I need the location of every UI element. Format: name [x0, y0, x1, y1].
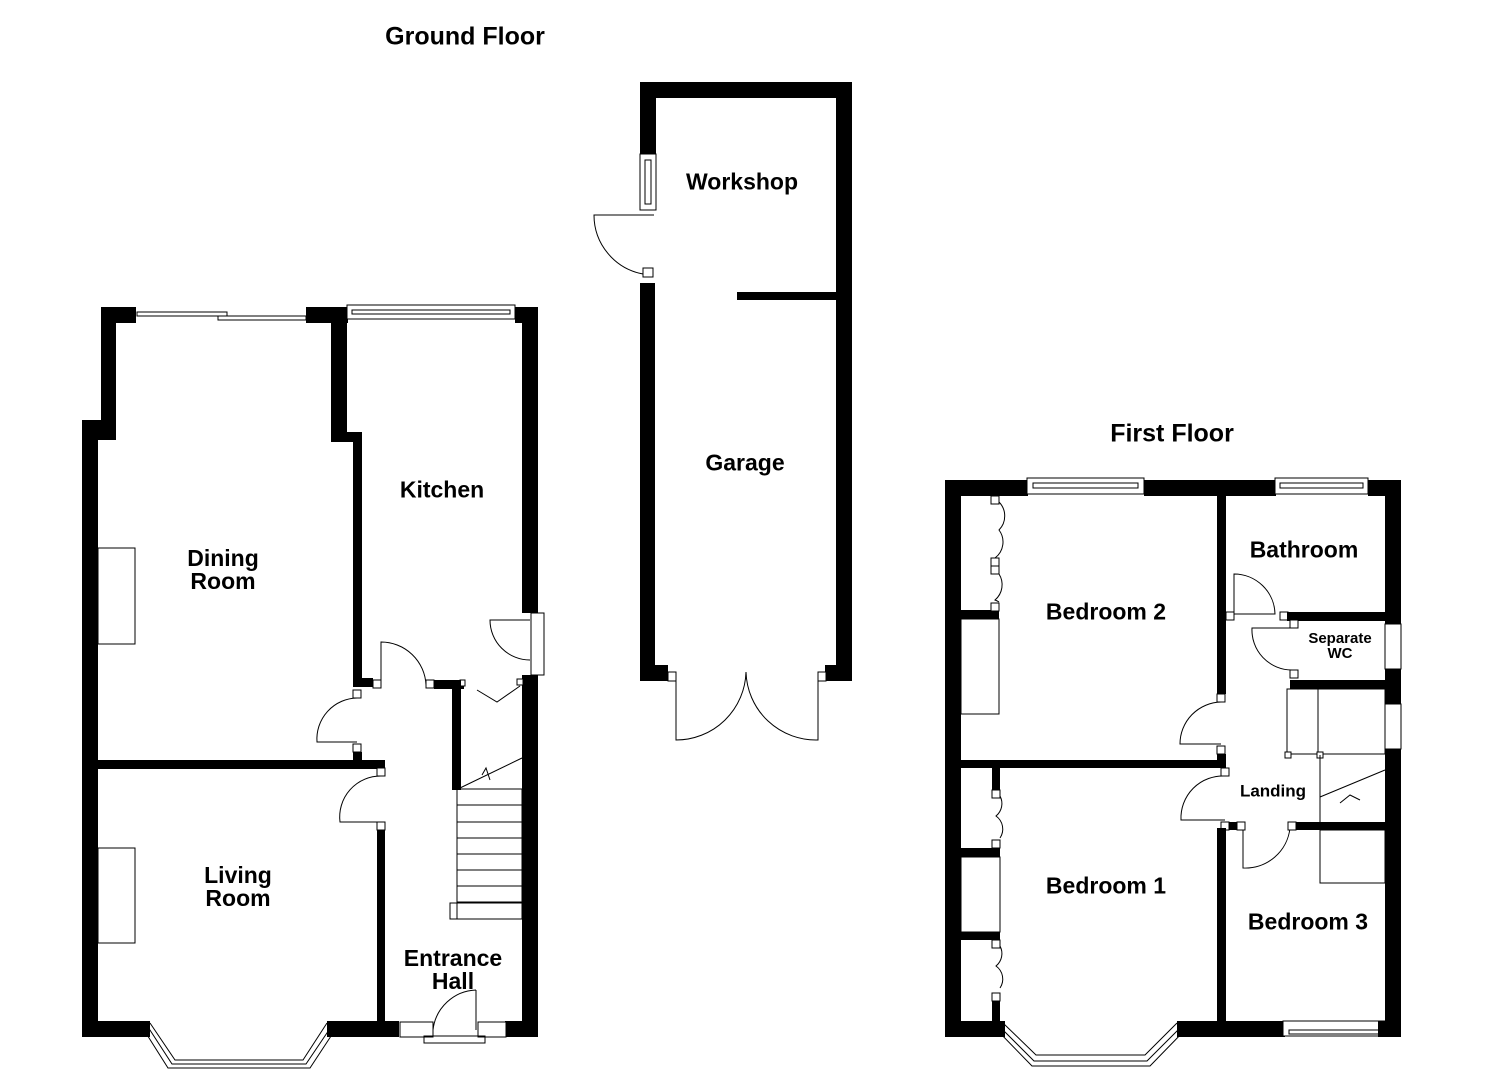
- room-label-line: Separate: [1308, 630, 1372, 647]
- room-label-line: Living: [204, 862, 272, 888]
- room-label-living-room: Living Room: [204, 864, 272, 910]
- room-label-line: Dining: [187, 545, 259, 571]
- ground-floor-title: Ground Floor: [385, 22, 545, 51]
- room-label-bathroom: Bathroom: [1249, 536, 1359, 563]
- first-floor-title: First Floor: [1110, 419, 1234, 448]
- room-label-line: WC: [1327, 645, 1353, 662]
- room-label-kitchen: Kitchen: [399, 476, 485, 503]
- room-label-workshop: Workshop: [685, 168, 799, 195]
- room-label-line: Hall: [431, 968, 475, 994]
- ground-floor-plan: [82, 304, 545, 1069]
- garage-workshop-plan: [593, 82, 852, 741]
- room-label-dining-room: Dining Room: [187, 547, 259, 593]
- room-label-garage: Garage: [705, 449, 785, 476]
- room-label-bedroom-2: Bedroom 2: [1045, 598, 1167, 625]
- room-label-line: Room: [190, 568, 256, 594]
- room-label-line: Entrance: [403, 945, 503, 971]
- room-label-landing: Landing: [1239, 781, 1307, 801]
- room-label-line: Room: [205, 885, 271, 911]
- room-label-separate-wc: Separate WC: [1308, 631, 1371, 661]
- room-label-entrance-hall: Entrance Hall: [404, 947, 502, 993]
- room-label-bedroom-3: Bedroom 3: [1247, 908, 1369, 935]
- room-label-bedroom-1: Bedroom 1: [1045, 872, 1167, 899]
- first-floor-plan: [945, 477, 1402, 1067]
